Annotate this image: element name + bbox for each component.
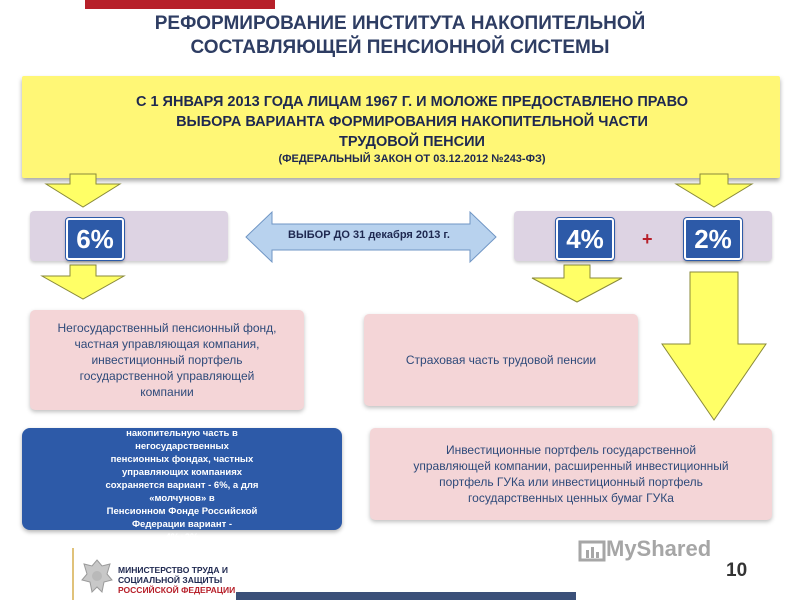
slide-title-line1: РЕФОРМИРОВАНИЕ ИНСТИТУТА НАКОПИТЕЛЬНОЙ: [154, 13, 646, 34]
slide-title: РЕФОРМИРОВАНИЕ ИНСТИТУТА НАКОПИТЕЛЬНОЙ С…: [100, 12, 700, 60]
law-banner-line3: ТРУДОВОЙ ПЕНСИИ: [339, 134, 485, 150]
footer-divider: [72, 548, 74, 600]
slide-title-line2: СОСТАВЛЯЮЩЕЙ ПЕНСИОННОЙ СИСТЕМЫ: [190, 37, 610, 58]
npf-line2: частная управляющая компания,: [74, 337, 260, 351]
default-option-box: По умолчанию для лиц формировавших накоп…: [22, 415, 342, 543]
invest-line4: государственных ценных бумаг ГУКа: [468, 491, 674, 505]
choice-double-arrow: [245, 210, 497, 264]
default-line5: Пенсионном Фонде Российской Федерации ва…: [106, 506, 258, 530]
default-line4: сохраняется вариант - 6%, а для «молчуно…: [105, 480, 259, 504]
choice-deadline-label: ВЫБОР ДО 31 декабря 2013 г.: [288, 229, 450, 241]
npf-line4: государственной управляющей: [79, 369, 255, 383]
coat-of-arms-icon: [81, 559, 113, 594]
invest-line2: управляющей компании, расширенный инвест…: [413, 459, 729, 473]
insurance-box: Страховая часть трудовой пенсии: [364, 314, 638, 406]
law-reference: (ФЕДЕРАЛЬНЫЙ ЗАКОН ОТ 03.12.2012 №243-ФЗ…: [278, 153, 546, 165]
myshared-watermark: MyShared: [606, 536, 712, 561]
down-arrow-right-top: [674, 173, 754, 208]
default-line2: накопительную часть в негосударственных: [126, 428, 238, 452]
myshared-logo-icon: [578, 540, 606, 562]
npf-line3: инвестиционный портфель: [91, 353, 243, 367]
default-line1: По умолчанию для лиц формировавших: [85, 415, 279, 426]
pct-badge-6: 6%: [66, 218, 124, 260]
ministry-line2: СОЦИАЛЬНОЙ ЗАЩИТЫ: [118, 575, 223, 585]
footer-stripe: [236, 592, 576, 600]
ministry-line3: РОССИЙСКОЙ ФЕДЕРАЦИИ: [118, 585, 236, 595]
down-arrow-left-mid: [40, 264, 126, 300]
law-banner-line2: ВЫБОРА ВАРИАНТА ФОРМИРОВАНИЯ НАКОПИТЕЛЬН…: [176, 114, 648, 130]
npf-line5: компании: [140, 385, 194, 399]
down-arrow-right-long: [661, 271, 767, 421]
npf-box: Негосударственный пенсионный фонд, частн…: [30, 310, 304, 410]
page-number: 10: [726, 560, 748, 581]
option-bar-left: [30, 211, 228, 261]
law-banner-text: С 1 ЯНВАРЯ 2013 ГОДА ЛИЦАМ 1967 Г. И МОЛ…: [72, 92, 752, 152]
down-arrow-left-top: [44, 173, 122, 208]
invest-line3: портфель ГУКа или инвестиционный портфел…: [439, 475, 703, 489]
npf-line1: Негосударственный пенсионный фонд,: [57, 321, 277, 335]
down-arrow-center-mid: [531, 264, 623, 303]
ministry-line1: МИНИСТЕРСТВО ТРУДА И: [118, 565, 228, 575]
investment-box: Инвестиционные портфель государственной …: [370, 428, 772, 520]
invest-line1: Инвестиционные портфель государственной: [445, 443, 697, 457]
ministry-name: МИНИСТЕРСТВО ТРУДА И СОЦИАЛЬНОЙ ЗАЩИТЫ Р…: [118, 565, 235, 595]
plus-sign: +: [642, 229, 653, 249]
law-banner-line1: С 1 ЯНВАРЯ 2013 ГОДА ЛИЦАМ 1967 Г. И МОЛ…: [135, 94, 689, 110]
pct-badge-4: 4%: [556, 218, 614, 260]
pct-badge-2: 2%: [684, 218, 742, 260]
default-line6: 4%+2%: [165, 532, 199, 543]
top-accent-bar: [85, 0, 275, 9]
default-line3: пенсионных фондах, частных управляющих к…: [110, 454, 254, 478]
insurance-text: Страховая часть трудовой пенсии: [405, 353, 597, 367]
law-banner: [22, 76, 780, 178]
